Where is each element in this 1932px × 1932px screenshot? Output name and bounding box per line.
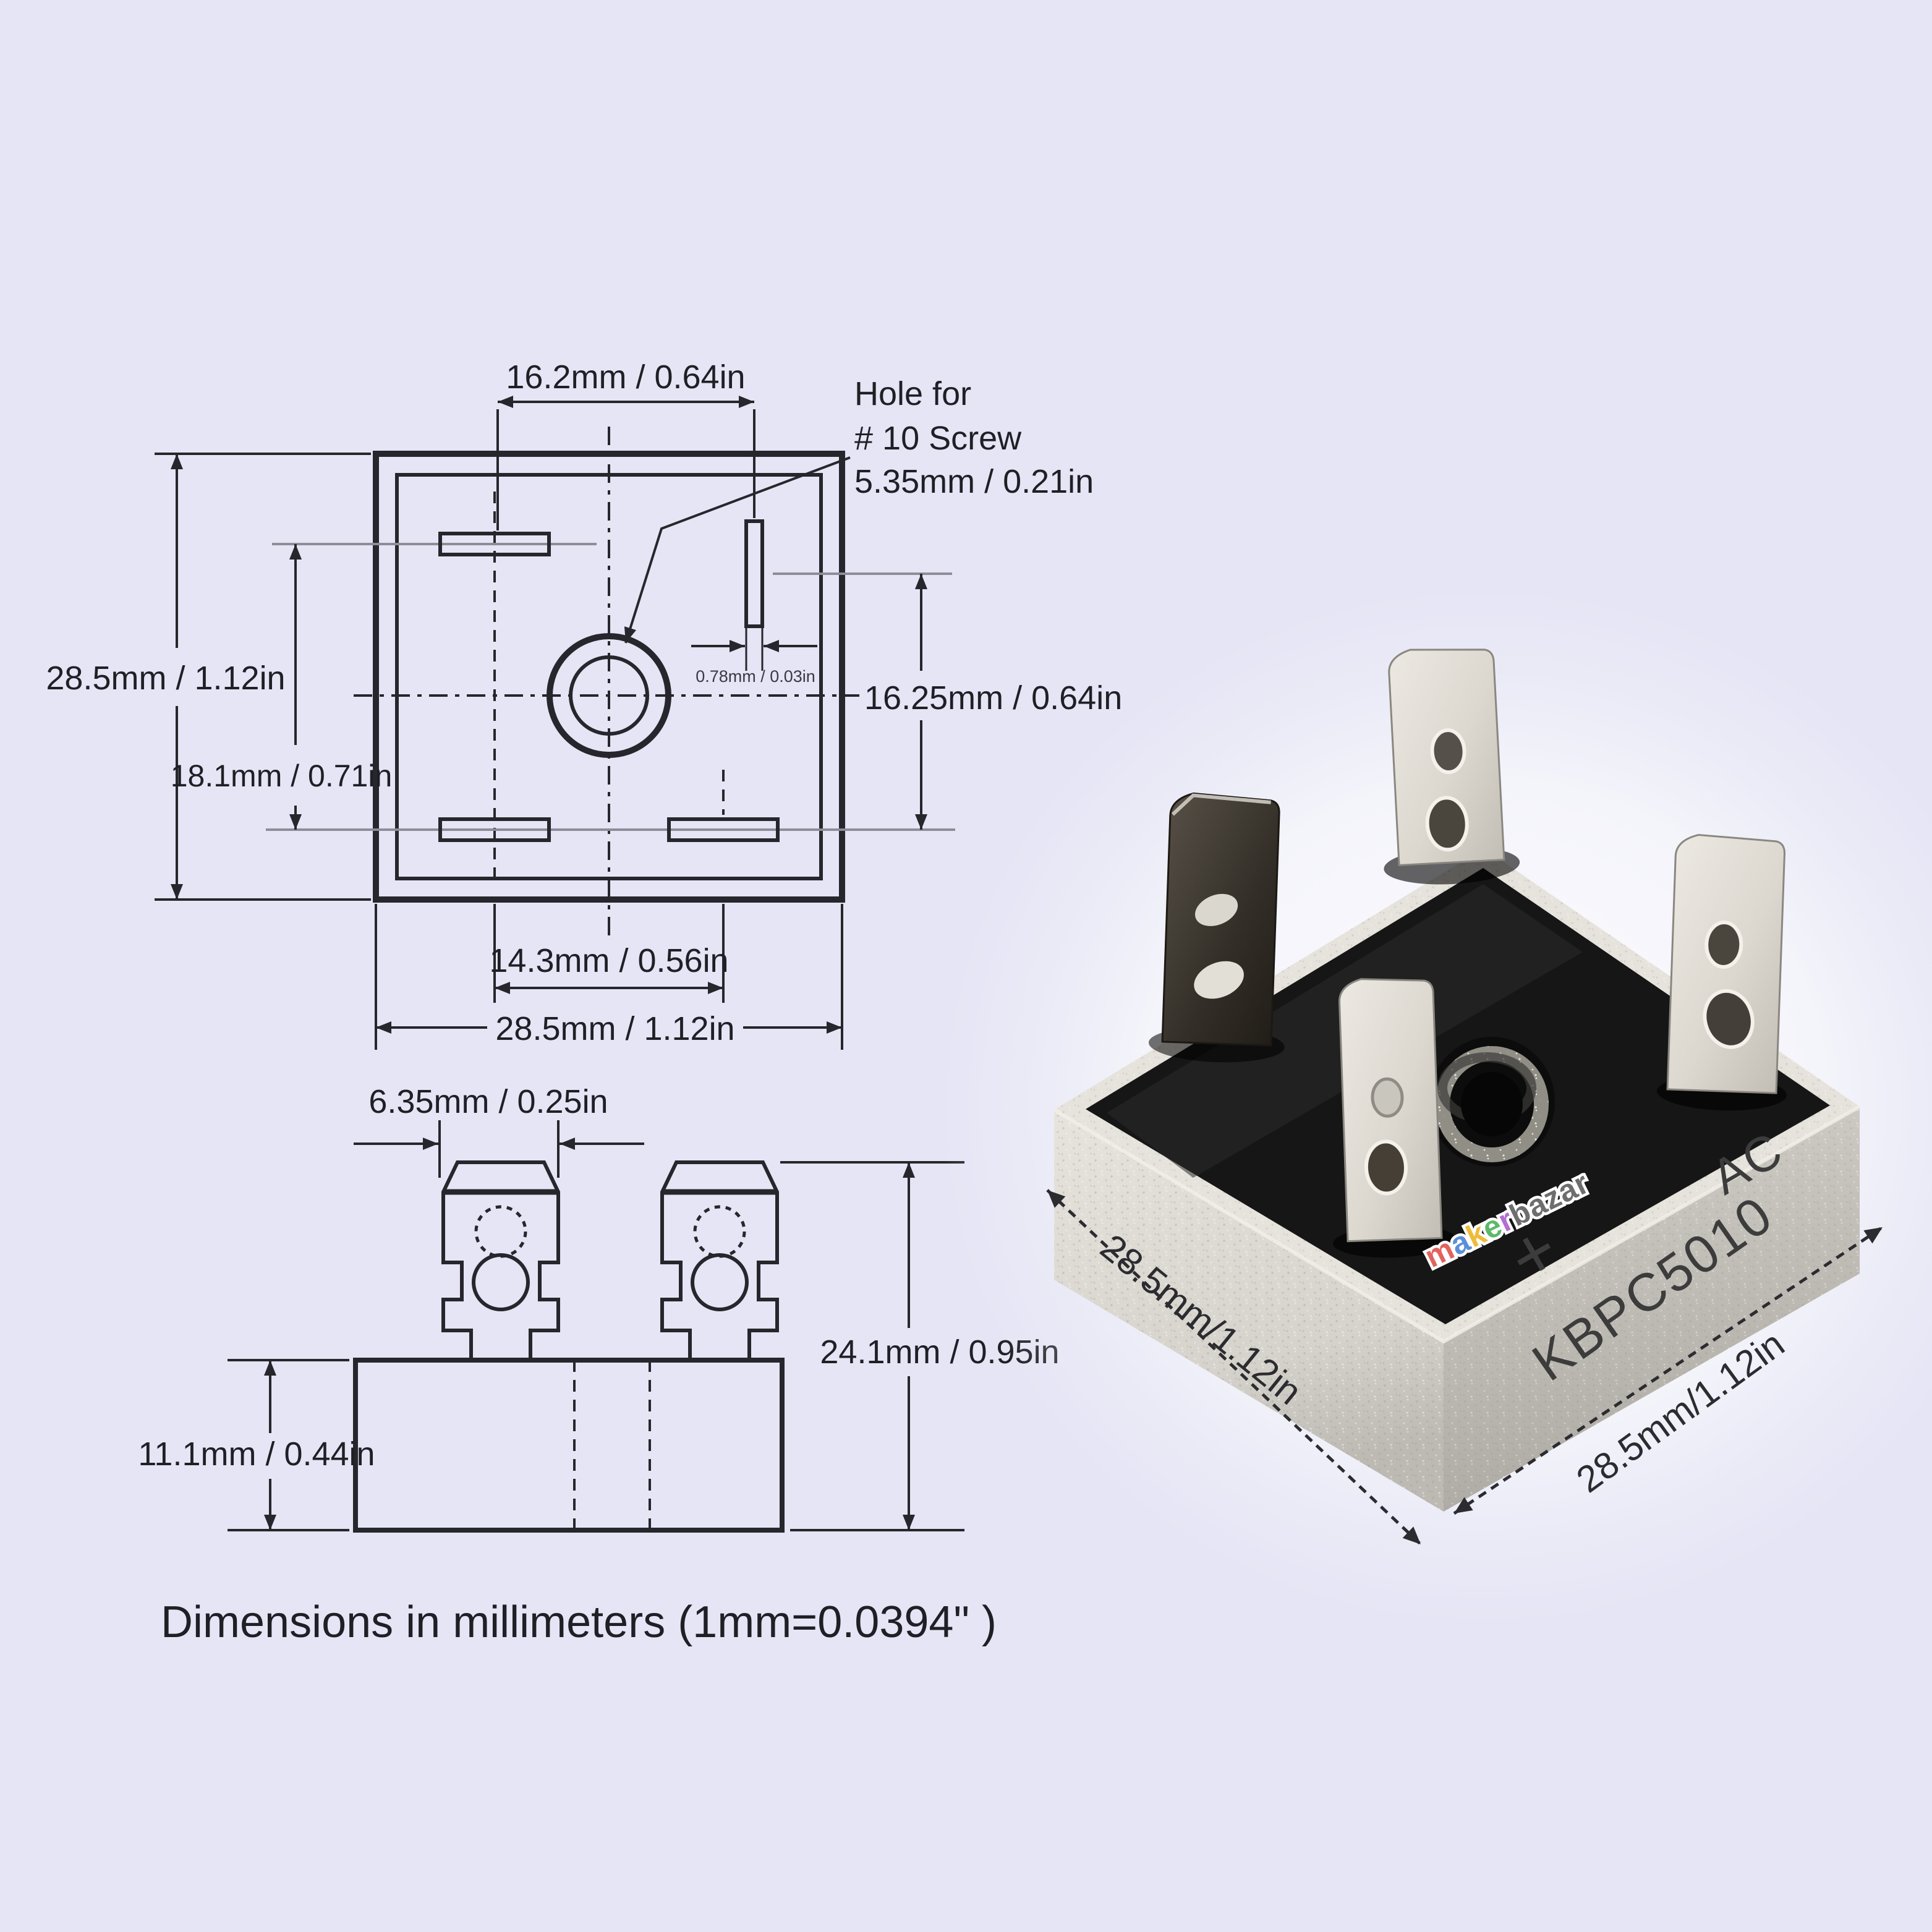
terminal-right-outline [660, 1160, 779, 1362]
product-photo: + KBPC5010 AC 28.5mm/1.12in 28.5mm/1.12i… [940, 587, 1932, 1626]
units-caption: Dimensions in millimeters (1mm=0.0394" ) [161, 1598, 997, 1647]
terminal-left-dimple-hole [474, 1205, 527, 1258]
hole-note-line3: 5.35mm / 0.21in [854, 463, 1094, 500]
dimension-terminal-width: 6.35mm / 0.25in [354, 1083, 644, 1178]
terminal-right-dimple-hole [693, 1205, 746, 1258]
dim-top-width-label: 16.2mm / 0.64in [506, 359, 745, 396]
dim-terminal-width-label: 6.35mm / 0.25in [368, 1083, 608, 1120]
hole-note-line1: Hole for [854, 375, 971, 412]
terminal-left-hole [472, 1253, 530, 1311]
hole-note: Hole for # 10 Screw 5.35mm / 0.21in [624, 375, 1094, 644]
dim-body-height-label: 11.1mm / 0.44in [138, 1436, 375, 1473]
terminal-tab-back [1384, 649, 1520, 885]
dimension-slot-span-bottom: 14.3mm / 0.56in [489, 904, 729, 1003]
slot-bottom-left [438, 817, 551, 842]
dimension-left-height: 28.5mm / 1.12in [46, 453, 371, 901]
slot-right [744, 519, 764, 628]
rim-highlight [1053, 1105, 1861, 1344]
dimension-slot-width: 0.78mm / 0.03in [691, 628, 817, 686]
top-view-drawing: 16.2mm / 0.64in Hole for # 10 Screw 5.35… [46, 359, 1122, 1050]
slot-top-left [438, 532, 551, 556]
mounting-ring [1429, 1037, 1555, 1167]
dimension-bottom-width: 28.5mm / 1.12in [375, 904, 843, 1050]
mounting-hole-inner [569, 655, 649, 736]
hole-note-line2: # 10 Screw [854, 420, 1022, 457]
dim-left-height-label: 28.5mm / 1.12in [46, 660, 285, 697]
dimension-body-height: 11.1mm / 0.44in [138, 1359, 375, 1531]
hole-note-leader [624, 456, 851, 644]
terminal-left-outline [441, 1160, 560, 1362]
side-view-drawing: 6.35mm / 0.25in 24. [138, 1083, 1060, 1533]
dimension-slot-span-vertical: 18.1mm / 0.71in [171, 544, 393, 830]
dim-slot-span-vertical-label: 18.1mm / 0.71in [171, 759, 393, 793]
terminal-tab-left [1148, 792, 1285, 1063]
side-view-body-outline [353, 1358, 785, 1533]
dim-slot-span-bottom-label: 14.3mm / 0.56in [489, 942, 728, 979]
dimension-top-width: 16.2mm / 0.64in [496, 359, 755, 530]
dim-slot-span-right-label: 16.25mm / 0.64in [864, 679, 1122, 717]
terminal-right-hole [691, 1253, 749, 1311]
dimension-slot-span-right: 16.25mm / 0.64in [864, 574, 1122, 830]
dim-bottom-width-label: 28.5mm / 1.12in [495, 1010, 734, 1047]
terminal-tab-right [1656, 833, 1787, 1111]
dim-slot-width-label: 0.78mm / 0.03in [696, 667, 815, 686]
mounting-hole-outer [547, 633, 671, 758]
slot-bottom-right [667, 817, 780, 842]
